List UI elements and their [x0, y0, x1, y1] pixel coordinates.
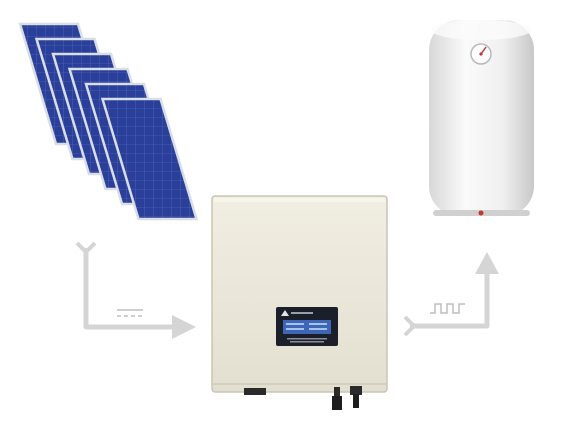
indicator-light-icon — [478, 210, 484, 216]
solar-panel — [100, 97, 199, 221]
dc-current-icon — [117, 309, 143, 317]
water-heater — [429, 20, 534, 216]
temperature-gauge-icon — [470, 43, 492, 65]
inverter-display — [276, 307, 338, 346]
solar-panel-array — [18, 22, 199, 221]
square-wave-icon — [430, 303, 465, 314]
brand-logo-icon — [281, 310, 289, 316]
lcd-screen — [283, 320, 331, 334]
dc-flow-arrow — [75, 241, 196, 339]
ac-flow-arrow — [403, 252, 499, 337]
inverter-unit — [211, 195, 388, 410]
connector-ports — [244, 386, 362, 410]
